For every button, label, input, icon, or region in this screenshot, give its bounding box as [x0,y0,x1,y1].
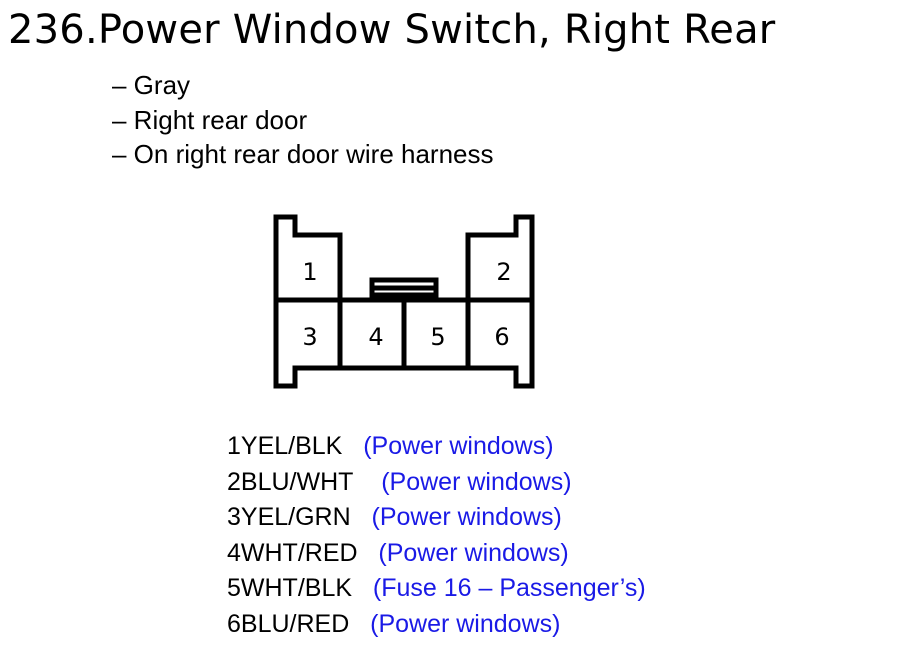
wire-note: (Power windows) [371,503,562,531]
wire-row-4: 4WHT/RED (Power windows) [227,536,646,572]
wire-color: BLU/RED [240,609,350,638]
wire-pin: 3 [227,503,241,531]
wire-color: WHT/RED [240,538,358,567]
connector-outline [273,214,535,389]
wire-color: YEL/BLK [240,432,343,460]
wire-note: (Power windows) [363,432,554,460]
wire-row-1: 1YEL/BLK (Power windows) [227,429,646,465]
wire-note: (Fuse 16 – Passenger’s) [372,574,646,602]
wire-row-2: 2BLU/WHT (Power windows) [227,465,646,501]
pin-label-4: 4 [368,323,383,351]
wire-row-5: 5WHT/BLK (Fuse 16 – Passenger’s) [227,571,646,607]
pin-label-3: 3 [302,323,317,351]
detail-location: – Right rear door [112,104,308,135]
wire-pin: 2 [227,467,241,496]
connector-diagram: 1 2 3 4 5 6 [273,214,535,389]
pin-label-1: 1 [302,258,317,286]
pin-label-2: 2 [496,258,511,286]
connector-details: – Gray – Right rear door – On right rear… [112,68,494,172]
wire-note: (Power windows) [378,538,569,567]
wire-pin: 6 [227,609,241,638]
wire-pin: 1 [227,432,241,460]
wire-row-3: 3YEL/GRN (Power windows) [227,500,646,536]
wire-row-6: 6BLU/RED (Power windows) [227,607,646,643]
page-title: 236.Power Window Switch, Right Rear [8,7,776,53]
detail-harness: – On right rear door wire harness [112,139,494,169]
wire-color: WHT/BLK [240,574,353,602]
wire-pin: 5 [227,574,241,602]
wire-note: (Power windows) [381,467,572,496]
wire-color: YEL/GRN [240,503,351,531]
detail-color: – Gray [112,70,191,100]
pin-label-6: 6 [494,323,509,351]
wire-list: 1YEL/BLK (Power windows) 2BLU/WHT (Power… [227,429,646,642]
wire-color: BLU/WHT [240,467,354,496]
wire-pin: 4 [227,538,241,567]
wire-note: (Power windows) [370,609,561,638]
pin-label-5: 5 [430,323,445,351]
